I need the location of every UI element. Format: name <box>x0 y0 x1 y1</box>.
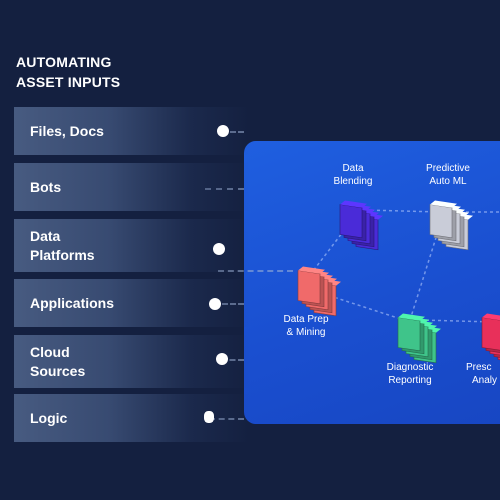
stack-plate <box>297 270 321 305</box>
connector-dot-data-platforms <box>213 243 225 255</box>
link-prep-to-diagnostic <box>311 289 411 323</box>
diagnostic-reporting-icon[interactable] <box>397 313 441 364</box>
input-files-docs[interactable]: Files, Docs <box>14 107 250 155</box>
link-blending-to-predictive <box>364 209 441 213</box>
label-line-1: Diagnostic <box>386 362 434 373</box>
stack-plate <box>429 204 453 239</box>
stack-plate-top <box>482 313 500 321</box>
stack-plate <box>339 204 363 239</box>
input-label: Files, Docs <box>30 123 104 139</box>
stack-plate <box>481 317 500 351</box>
stack-plate-top <box>298 266 325 274</box>
label-line-2: Analy <box>472 375 498 386</box>
input-label: Logic <box>30 410 68 426</box>
label-line-1: Data <box>342 163 364 174</box>
heading-line-2: ASSET INPUTS <box>16 74 121 90</box>
data-prep-mining-icon[interactable] <box>297 266 341 317</box>
predictive-auto-ml-label: Predictive Auto ML <box>413 162 483 188</box>
prescriptive-analytics-icon[interactable] <box>481 313 500 363</box>
data-blending-icon[interactable] <box>339 200 383 251</box>
input-label: Bots <box>30 179 62 195</box>
input-label-line-2: Sources <box>30 363 86 379</box>
connector-data-platforms <box>218 270 293 272</box>
input-label: Applications <box>30 295 115 311</box>
predictive-auto-ml-icon[interactable] <box>429 200 473 251</box>
input-label-line-1: Cloud <box>30 344 70 360</box>
label-line-1: Data Prep <box>283 314 329 325</box>
analytics-panel <box>244 141 500 424</box>
label-line-2: Reporting <box>388 375 432 386</box>
label-line-2: Blending <box>333 176 373 187</box>
section-heading: AUTOMATING ASSET INPUTS <box>16 52 120 92</box>
node-links <box>309 209 500 323</box>
label-line-1: Presc <box>466 362 492 373</box>
stack-plate-top <box>430 200 457 208</box>
data-prep-mining-label: Data Prep & Mining <box>273 313 339 339</box>
prescriptive-label: Presc Analy <box>466 361 500 387</box>
stack-plate-top <box>340 200 367 208</box>
label-line-2: & Mining <box>286 327 326 338</box>
label-line-2: Auto ML <box>429 176 467 187</box>
stack-plate-top <box>398 313 425 321</box>
input-cloud-sources[interactable]: Cloud Sources <box>14 335 250 388</box>
connector-dot-logic <box>204 411 214 423</box>
link-diagnostic-to-predictive <box>409 224 441 321</box>
diagnostic-reporting-label: Diagnostic Reporting <box>375 361 445 387</box>
input-label-line-2: Platforms <box>30 247 95 263</box>
connector-dot-applications <box>209 298 221 310</box>
data-blending-label: Data Blending <box>323 162 383 188</box>
stack-plate <box>397 317 421 352</box>
input-label-line-1: Data <box>30 228 61 244</box>
heading-line-1: AUTOMATING <box>16 54 112 70</box>
connector-dot-files-docs <box>217 125 229 137</box>
connector-dot-cloud-sources <box>216 353 228 365</box>
input-data-platforms[interactable]: Data Platforms <box>14 219 250 272</box>
label-line-1: Predictive <box>426 163 470 174</box>
input-bots[interactable]: Bots <box>14 163 250 211</box>
